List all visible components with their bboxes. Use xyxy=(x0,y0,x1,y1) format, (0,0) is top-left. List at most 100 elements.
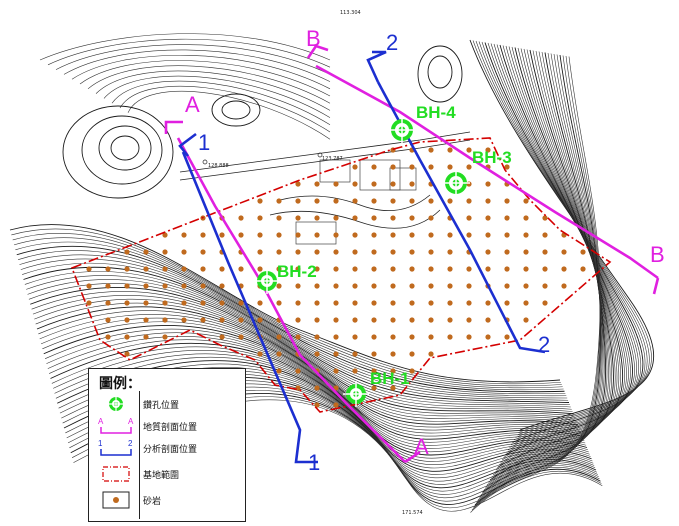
sandstone-dot xyxy=(257,300,263,306)
sandstone-dot xyxy=(428,351,434,357)
sandstone-dot xyxy=(352,351,358,357)
sandstone-dot xyxy=(124,283,130,289)
sandstone-dot xyxy=(238,266,244,272)
sandstone-dot xyxy=(105,283,111,289)
sandstone-dot xyxy=(466,266,472,272)
sandstone-dot xyxy=(409,334,415,340)
sandstone-dot xyxy=(504,300,510,306)
sandstone-dot xyxy=(257,232,263,238)
sandstone-dot xyxy=(371,266,377,272)
sandstone-dot xyxy=(542,249,548,255)
sandstone-dot xyxy=(409,215,415,221)
legend-item-label: 砂岩 xyxy=(143,497,162,507)
sandstone-dot xyxy=(143,334,149,340)
sandstone-dot xyxy=(238,334,244,340)
sandstone-dot xyxy=(333,232,339,238)
legend-symbol-left: 1 xyxy=(98,439,103,448)
sandstone-dot xyxy=(390,249,396,255)
sandstone-dot xyxy=(314,402,320,408)
sandstone-dot xyxy=(124,334,130,340)
sandstone-dot xyxy=(352,334,358,340)
sandstone-dot xyxy=(276,215,282,221)
sandstone-dot xyxy=(504,198,510,204)
sandstone-dot xyxy=(371,334,377,340)
sandstone-dot xyxy=(428,147,434,153)
sandstone-dot xyxy=(295,249,301,255)
borehole-target-icon xyxy=(442,169,470,197)
sandstone-dot xyxy=(314,215,320,221)
sandstone-dot xyxy=(466,300,472,306)
sandstone-dot xyxy=(295,317,301,323)
sandstone-dot xyxy=(409,368,415,374)
sandstone-dot xyxy=(314,232,320,238)
profile-1-start-label: 1 xyxy=(198,130,210,155)
profile-a-start-label: A xyxy=(185,92,200,117)
sandstone-dot xyxy=(333,266,339,272)
sandstone-dot xyxy=(409,300,415,306)
sandstone-dot xyxy=(466,334,472,340)
sandstone-dot xyxy=(238,300,244,306)
sandstone-dot xyxy=(352,266,358,272)
borehole-label: BH-4 xyxy=(416,103,456,122)
sandstone-dot xyxy=(105,266,111,272)
sandstone-dot xyxy=(466,232,472,238)
sandstone-dot xyxy=(466,198,472,204)
sandstone-dot xyxy=(371,249,377,255)
sandstone-dot xyxy=(428,300,434,306)
sandstone-dot xyxy=(428,317,434,323)
sandstone-dot xyxy=(333,198,339,204)
sandstone-dot xyxy=(390,215,396,221)
sandstone-dot xyxy=(428,249,434,255)
spot-height: 113.304 xyxy=(340,10,361,16)
sandstone-dot xyxy=(409,164,415,170)
sandstone-dot xyxy=(257,198,263,204)
sandstone-dot xyxy=(105,317,111,323)
sandstone-dot xyxy=(352,317,358,323)
sandstone-dot xyxy=(352,300,358,306)
sandstone-dot xyxy=(314,300,320,306)
sandstone-dot xyxy=(162,300,168,306)
sandstone-dot xyxy=(181,232,187,238)
borehole-target-icon xyxy=(388,116,416,144)
sandstone-dot xyxy=(276,232,282,238)
sandstone-dot xyxy=(428,198,434,204)
sandstone-dots xyxy=(86,147,586,408)
sandstone-dot xyxy=(162,317,168,323)
borehole-bh2: BH-2 xyxy=(254,262,317,294)
borehole-target-icon xyxy=(254,268,280,294)
sandstone-dot xyxy=(181,300,187,306)
legend-symbol-left: A xyxy=(98,417,104,426)
legend-item-sandstone: 砂岩 xyxy=(89,489,245,511)
sandstone-dot xyxy=(504,266,510,272)
sandstone-dot xyxy=(504,334,510,340)
sandstone-dot xyxy=(181,266,187,272)
sandstone-dot xyxy=(295,198,301,204)
sandstone-dot xyxy=(523,249,529,255)
sandstone-dot xyxy=(276,283,282,289)
sandstone-dot xyxy=(219,300,225,306)
sandstone-dot xyxy=(333,215,339,221)
sandstone-dot xyxy=(428,164,434,170)
sandstone-dot xyxy=(371,198,377,204)
sandstone-dot xyxy=(542,215,548,221)
sandstone-dot xyxy=(390,317,396,323)
sandstone-dot xyxy=(314,198,320,204)
sandstone-dot xyxy=(390,300,396,306)
sandstone-dot xyxy=(466,181,472,187)
sandstone-dot xyxy=(257,249,263,255)
sandstone-dot xyxy=(124,266,130,272)
sandstone-dot xyxy=(390,232,396,238)
site-boundary-swatch-icon xyxy=(102,466,130,482)
sandstone-dot xyxy=(485,198,491,204)
road-area xyxy=(179,131,471,245)
geologic-profile-line-icon: A A xyxy=(98,417,134,434)
sandstone-dot xyxy=(371,181,377,187)
borehole-target-icon xyxy=(343,381,369,407)
sandstone-dot xyxy=(200,266,206,272)
sandstone-dot xyxy=(447,198,453,204)
legend-item-geologic-profile: A A 地質剖面位置 xyxy=(89,415,245,437)
sandstone-dot xyxy=(523,266,529,272)
sandstone-dot xyxy=(409,198,415,204)
sandstone-dot xyxy=(314,266,320,272)
